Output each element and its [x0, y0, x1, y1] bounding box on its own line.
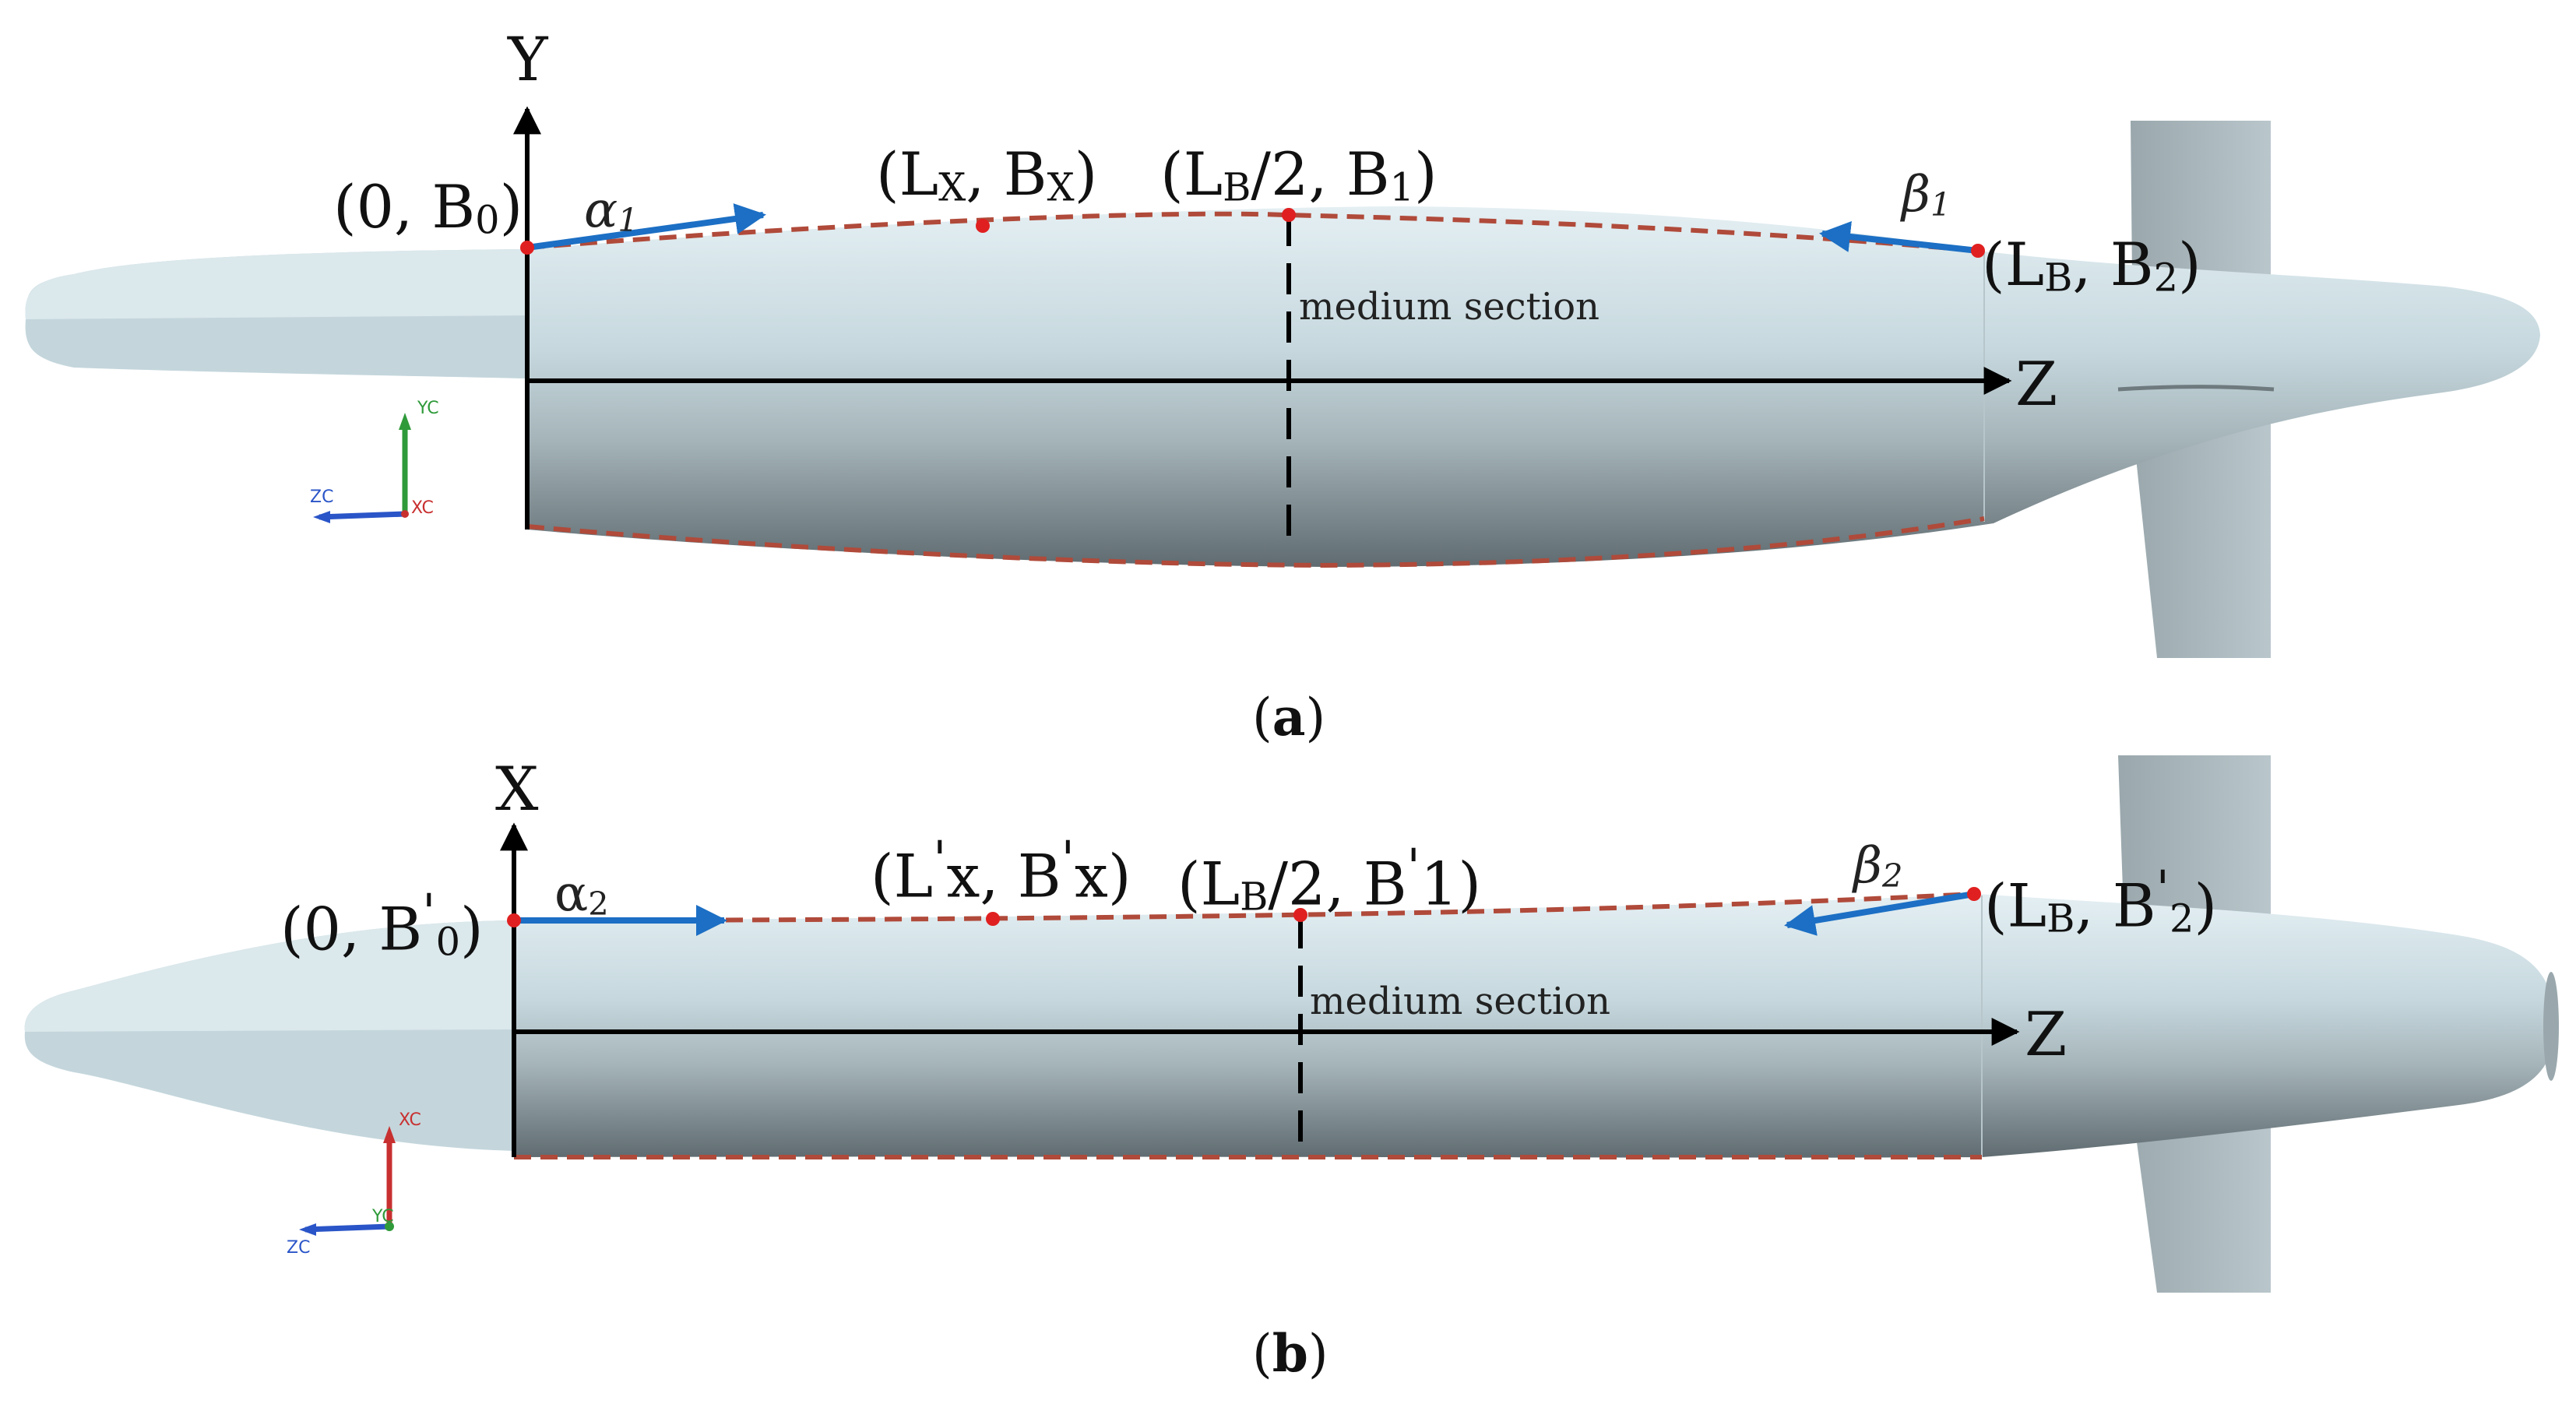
cs-label-left-b: ZC	[287, 1238, 311, 1258]
panel-a	[25, 106, 2541, 658]
caption-a: (a)	[1252, 687, 1326, 748]
profile-top-b	[513, 892, 1975, 923]
point-x-b	[986, 912, 1000, 926]
label-origin-a: (0, B0)	[333, 172, 523, 243]
point-mid-a	[1282, 208, 1296, 222]
medium-section-label-a: medium section	[1299, 285, 1600, 329]
medium-section-label-b: medium section	[1310, 980, 1611, 1023]
axis-label-x: X	[495, 755, 539, 825]
cs-label-up-b: XC	[399, 1110, 421, 1130]
cs-label-center-a: XC	[411, 498, 434, 518]
point-origin-b	[507, 913, 521, 927]
label-point-end-b: (LB, B'2)	[1984, 860, 2218, 941]
cs-label-up-a: YC	[417, 399, 439, 418]
point-x-a	[976, 219, 990, 233]
label-point-mid-b: (LB/2, B'1)	[1177, 838, 1481, 920]
label-origin-b: (0, B'0)	[280, 883, 484, 965]
point-origin-a	[520, 241, 534, 255]
axis-label-z-a: Z	[2015, 350, 2058, 420]
label-beta2: β2	[1853, 837, 1903, 896]
cs-label-center-b: YC	[372, 1207, 394, 1226]
point-mid-b	[1293, 908, 1307, 922]
caption-b: (b)	[1252, 1323, 1328, 1384]
label-point-end-a: (LB, B2)	[1982, 230, 2201, 301]
tangent-arrow-alpha1	[526, 203, 766, 251]
tangent-arrow-beta2	[1784, 891, 1975, 936]
point-end-a	[1971, 244, 1985, 258]
axis-label-y: Y	[508, 25, 548, 95]
tangent-arrow-beta1	[1819, 221, 1979, 254]
label-point-mid-a: (LB/2, B1)	[1160, 139, 1438, 210]
axis-label-z-b: Z	[2025, 1000, 2067, 1070]
label-alpha1: α1	[584, 181, 639, 240]
cs-label-left-a: ZC	[310, 487, 334, 507]
coordinate-system-icon-a	[313, 413, 411, 523]
profile-bottom-a	[526, 516, 1985, 568]
label-point-x-b: (L'x, B'x)	[871, 830, 1131, 911]
panel-b	[24, 755, 2559, 1293]
label-point-x-a: (LX, BX)	[876, 139, 1098, 210]
coordinate-system-icon-b	[299, 1126, 396, 1236]
point-end-b	[1967, 887, 1981, 901]
label-beta1: β1	[1902, 166, 1951, 224]
hull-body-a	[26, 206, 2541, 567]
label-alpha2: α2	[554, 865, 609, 924]
hull-body-b	[514, 894, 2556, 1158]
